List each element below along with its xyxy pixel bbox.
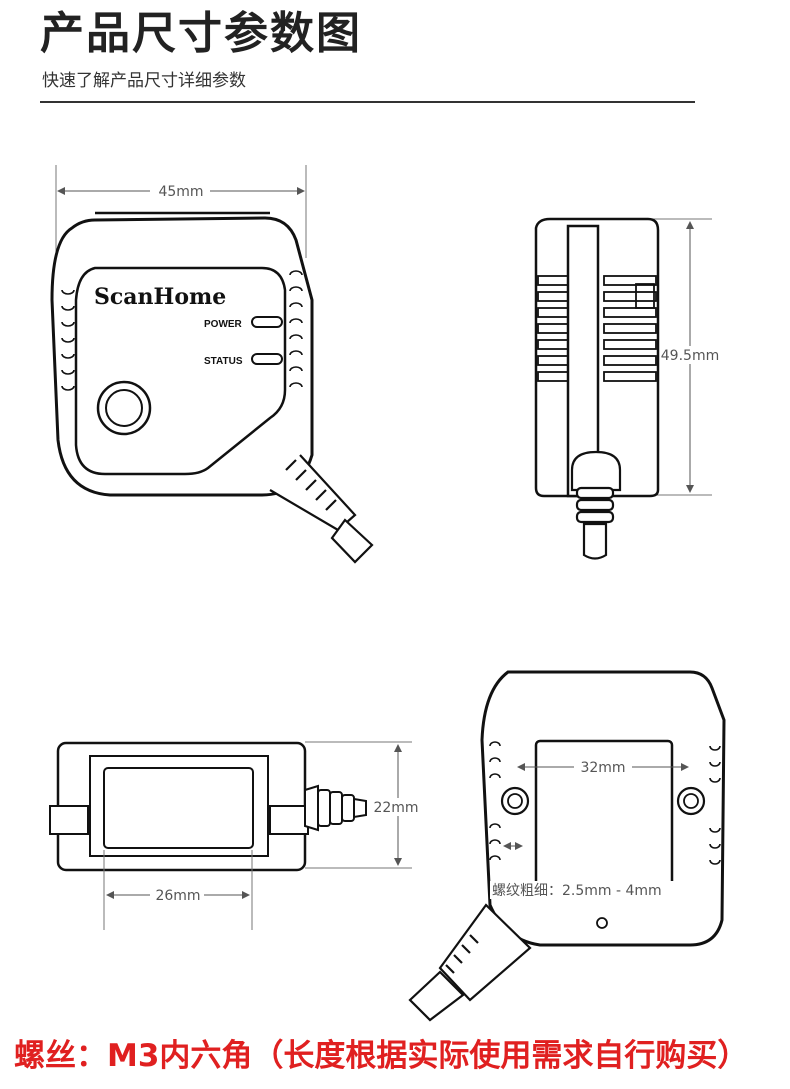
power-label: POWER	[204, 319, 243, 330]
status-label: STATUS	[204, 356, 243, 367]
title-divider	[40, 101, 695, 103]
page-title: 产品尺寸参数图	[40, 8, 362, 59]
side-view: 49.5mm	[534, 217, 722, 560]
screw-note: 螺丝：M3内六角（长度根据实际使用需求自行购买）	[14, 1038, 749, 1074]
bottom-thickness-dimension: 22mm	[373, 800, 418, 816]
front-width-dimension: 45mm	[158, 184, 203, 200]
bottom-window-dimension: 26mm	[155, 888, 200, 904]
page-subtitle: 快速了解产品尺寸详细参数	[42, 71, 246, 91]
bottom-view: 22mm 26mm	[49, 741, 422, 930]
back-view: 32mm 螺纹粗细：2.5mm - 4mm	[408, 670, 726, 1022]
hole-spacing-dimension: 32mm	[580, 760, 625, 776]
front-view: 45mm ScanHome POWER STATUS	[50, 165, 374, 564]
side-height-dimension: 49.5mm	[661, 348, 719, 364]
brand-logo-text: ScanHome	[94, 284, 226, 310]
status-led-icon	[251, 353, 283, 365]
thread-size-note: 螺纹粗细：2.5mm - 4mm	[492, 883, 662, 899]
power-led-icon	[251, 316, 283, 328]
